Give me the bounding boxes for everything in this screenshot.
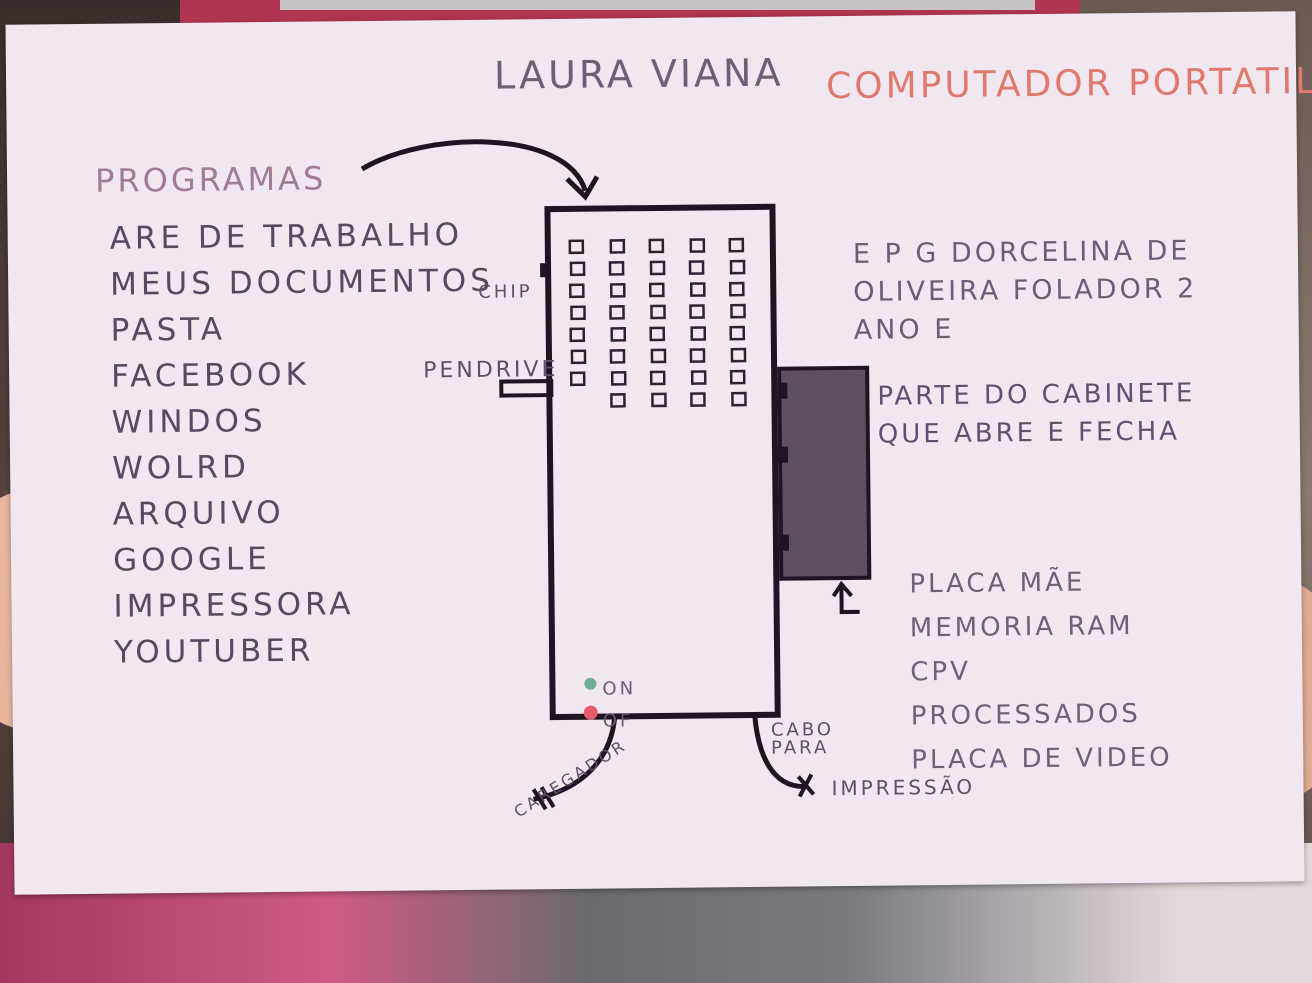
part-item: PLACA MÃE bbox=[909, 567, 1086, 600]
desktop-icon-square bbox=[649, 370, 666, 386]
programs-heading: PROGRAMAS bbox=[94, 159, 327, 200]
computer-drawing bbox=[360, 139, 872, 811]
program-item: ARE DE TRABALHO bbox=[109, 216, 464, 257]
desktop-icon-square bbox=[610, 371, 627, 386]
cabinet-label: PARTE DO CABINETE QUE ABRE E FECHA bbox=[877, 378, 1196, 450]
drawing-paper: LAURA VIANA COMPUTADOR PORTATIL PROGRAMA… bbox=[5, 11, 1312, 895]
desktop-icon-square bbox=[730, 347, 747, 363]
program-item: WOLRD bbox=[111, 449, 251, 487]
programs-list: ARE DE TRABALHO MEUS DOCUMENTOS PASTA FA… bbox=[110, 216, 498, 672]
desktop-icon-square bbox=[568, 283, 585, 299]
desktop-icon-square bbox=[688, 260, 705, 275]
desktop-icon-square bbox=[650, 304, 666, 320]
program-item: IMPRESSORA bbox=[113, 586, 355, 625]
desktop-icon-square bbox=[690, 370, 707, 385]
panel-arrow bbox=[831, 580, 860, 615]
author-name: LAURA VIANA bbox=[493, 50, 784, 98]
desktop-icon-square bbox=[729, 369, 746, 385]
cabinet-side-panel bbox=[777, 365, 872, 581]
desktop-icon-square bbox=[730, 303, 746, 319]
programs-arrowhead bbox=[565, 175, 600, 201]
charger-cable bbox=[533, 716, 618, 802]
printer-cable bbox=[752, 714, 804, 789]
cable-label: CABO PARA bbox=[770, 719, 835, 759]
desktop-icon-square bbox=[568, 239, 585, 255]
off-label: OF bbox=[602, 710, 634, 732]
desktop-icon-square bbox=[649, 326, 666, 342]
led-on bbox=[584, 677, 597, 690]
part-item: MEMORIA RAM bbox=[909, 610, 1134, 644]
drawing-title: COMPUTADOR PORTATIL bbox=[825, 61, 1312, 108]
led-off bbox=[583, 705, 598, 720]
part-item: CPV bbox=[910, 656, 972, 688]
pendrive-label: PENDRIVE bbox=[422, 357, 559, 384]
panel-hinge-top bbox=[777, 382, 788, 399]
desktop-icon-square bbox=[689, 304, 705, 319]
desktop-icon-square bbox=[569, 327, 586, 343]
school-name: E P G DORCELINA DE OLIVEIRA FOLADOR 2 AN… bbox=[852, 235, 1198, 346]
on-label: ON bbox=[602, 678, 637, 700]
desktop-icon-square bbox=[609, 239, 626, 254]
desktop-icon-square bbox=[689, 348, 706, 363]
program-item: ARQUIVO bbox=[112, 494, 285, 533]
desktop-icon-square bbox=[689, 238, 706, 253]
panel-hinge-bottom bbox=[778, 534, 790, 551]
desktop-icon-square bbox=[729, 325, 746, 341]
printer-plug bbox=[796, 773, 816, 798]
desktop-icon-square bbox=[690, 326, 707, 341]
desktop-icon-square bbox=[608, 261, 625, 276]
desktop-icon-square bbox=[570, 349, 587, 365]
tower-body bbox=[544, 203, 781, 721]
desktop-icon-square bbox=[731, 391, 747, 407]
programs-arrow bbox=[360, 139, 588, 192]
desktop-icon-square bbox=[609, 305, 625, 320]
printing-label: IMPRESSÃO bbox=[831, 774, 976, 801]
desktop-icon-square bbox=[609, 283, 626, 298]
parts-list: PLACA MÃE MEMORIA RAM CPV PROCESSADOS PL… bbox=[909, 561, 1173, 782]
chip-slot bbox=[540, 263, 551, 278]
desktop-icon-square bbox=[569, 371, 586, 387]
desktop-icon-square bbox=[609, 349, 626, 364]
desktop-icon-square bbox=[610, 327, 627, 342]
panel-hinge-mid bbox=[777, 446, 789, 463]
desktop-icon-square bbox=[650, 348, 667, 364]
program-item: PASTA bbox=[110, 311, 227, 349]
charger-plug bbox=[531, 786, 556, 811]
desktop-icon-square bbox=[729, 259, 746, 275]
pendrive-slot bbox=[499, 379, 554, 398]
desktop-icon-square bbox=[651, 392, 667, 408]
program-item: MEUS DOCUMENTOS bbox=[110, 262, 495, 303]
desktop-icon-square bbox=[610, 393, 626, 408]
desktop-icon-square bbox=[728, 237, 745, 253]
desktop-icons-grid bbox=[568, 237, 747, 408]
program-item: YOUTUBER bbox=[113, 632, 315, 671]
part-item: PROCESSADOS bbox=[910, 698, 1141, 732]
desktop-icon-square bbox=[690, 392, 706, 407]
desktop-icon-square bbox=[570, 305, 586, 321]
desktop-icon-square bbox=[569, 261, 586, 277]
desktop-icon-square bbox=[689, 282, 706, 297]
desktop-icon-square bbox=[728, 281, 745, 297]
desktop-icon-square bbox=[649, 260, 666, 276]
chip-label: CHIP bbox=[478, 281, 533, 303]
desktop-icon-square bbox=[648, 282, 665, 298]
background-top-strip bbox=[280, 0, 1035, 10]
program-item: WINDOS bbox=[111, 403, 267, 441]
desktop-icon-square bbox=[648, 238, 665, 254]
program-item: GOOGLE bbox=[112, 541, 271, 579]
